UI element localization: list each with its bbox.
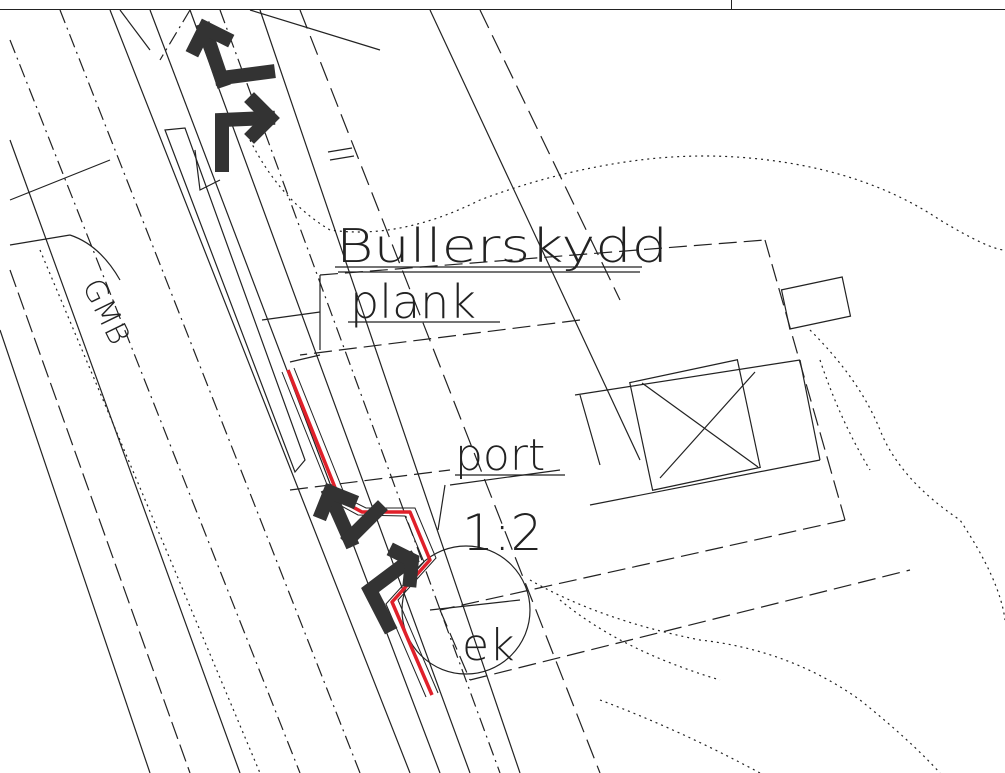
terrain-contours — [249, 139, 1005, 773]
arrow-up-right-icon — [215, 92, 280, 172]
label-scale: 1:2 — [462, 504, 542, 562]
building-cross-icon — [629, 359, 761, 491]
median-island — [164, 127, 306, 474]
label-oak: ek — [462, 620, 515, 671]
building-walls — [261, 271, 821, 611]
title-block-divider — [731, 0, 732, 10]
road-lines — [0, 9, 641, 773]
chimney-box — [780, 276, 852, 330]
arrow-up-icon — [312, 482, 388, 550]
arrow-up-right-icon — [361, 542, 420, 635]
label-plank: plank — [350, 275, 476, 329]
label-road: GMB — [75, 273, 137, 350]
label-gate: port — [455, 430, 545, 481]
building-outline — [289, 239, 911, 681]
label-noise-barrier: Bullerskydd — [336, 219, 668, 273]
title-block-strip — [0, 0, 1005, 10]
arrow-up-icon — [185, 18, 276, 89]
